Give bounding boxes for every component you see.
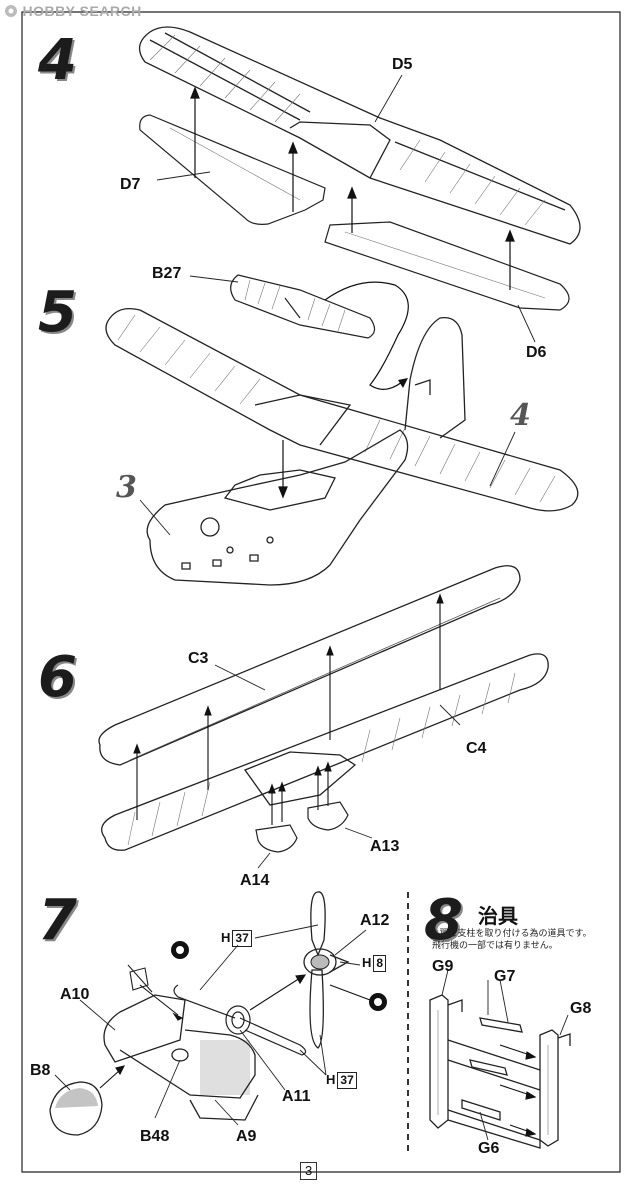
step-number-8: 8 (424, 888, 463, 953)
step-reference-4: 4 (510, 398, 531, 433)
h-letter: H (221, 930, 231, 945)
step-number-6: 6 (38, 645, 77, 710)
part-label-g8: G8 (570, 1000, 592, 1017)
watermark-logo: HOBBY SEARCH (4, 3, 142, 21)
part-label-g9: G9 (432, 958, 454, 975)
part-label-c4: C4 (466, 740, 487, 757)
step-number-7: 7 (38, 888, 77, 953)
h-number-box: 37 (337, 1072, 357, 1089)
part-label-a12: A12 (360, 912, 390, 929)
step8-title: 治具 (478, 904, 518, 928)
step8-note-line2: 飛行機の一部では有りません。 (432, 941, 558, 951)
part-label-a10: A10 (60, 986, 90, 1003)
part-label-a13: A13 (370, 838, 400, 855)
part-label-b27: B27 (152, 265, 182, 282)
h-letter: H (326, 1072, 336, 1087)
watermark-text: HOBBY SEARCH (22, 3, 142, 19)
step8-note: ※翼と支柱を取り付ける為の道具です。 飛行機の一部では有りません。 (432, 928, 632, 952)
part-label-g6: G6 (478, 1140, 500, 1157)
camera-icon (5, 5, 17, 17)
h-letter: H (362, 955, 372, 970)
part-label-b48: B48 (140, 1128, 170, 1145)
page-number: 3 (300, 1162, 318, 1180)
part-label-a14: A14 (240, 872, 270, 889)
step-reference-3: 3 (116, 470, 137, 505)
step-number-5: 5 (38, 280, 77, 345)
part-label-a9: A9 (236, 1128, 257, 1145)
part-label-d5: D5 (392, 56, 413, 73)
part-label-d6: D6 (526, 344, 547, 361)
part-label-b8: B8 (30, 1062, 51, 1079)
part-label-g7: G7 (494, 968, 516, 985)
part-label-a11: A11 (282, 1088, 311, 1105)
part-label-d7: D7 (120, 176, 141, 193)
step-number-4: 4 (38, 28, 77, 93)
part-label-c3: C3 (188, 650, 209, 667)
rotate-icon-group (171, 941, 387, 1011)
h-number-box: 37 (232, 930, 252, 947)
step8-note-line1: ※翼と支柱を取り付ける為の道具です。 (432, 929, 592, 939)
h-number-box: 8 (373, 955, 387, 972)
